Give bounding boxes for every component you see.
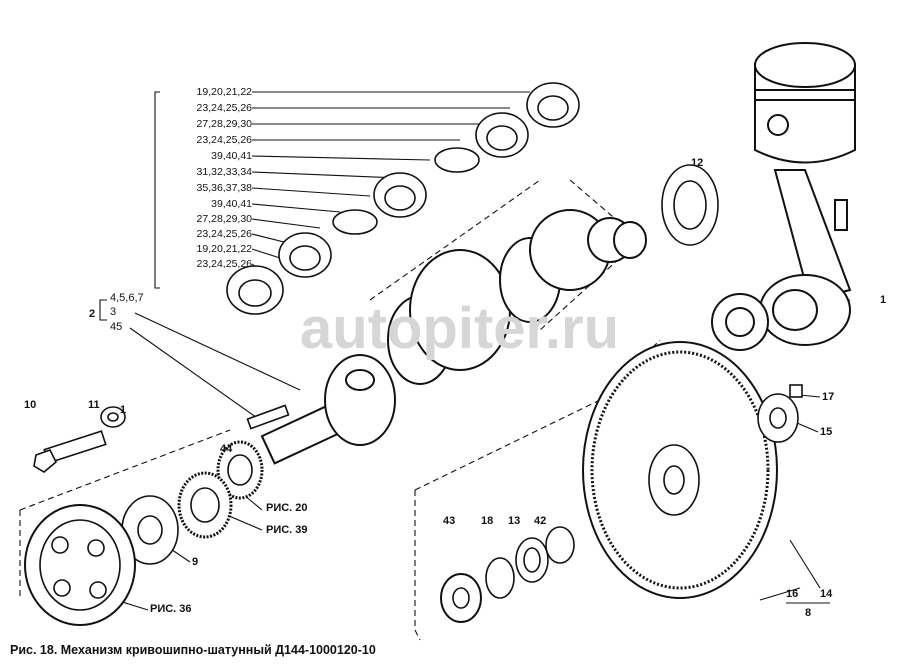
bearing-label: 27,28,29,30	[196, 118, 252, 130]
callout-8: 8	[805, 607, 812, 619]
callout-2: 2	[89, 308, 96, 320]
bearing-label: 23,24,25,26	[196, 228, 252, 240]
bearing-label: 23,24,25,26	[196, 258, 252, 270]
figure-caption: Рис. 18. Механизм кривошипно-шатунный Д1…	[10, 643, 376, 657]
bearing-shells	[226, 82, 580, 315]
callout-9: 9	[192, 556, 199, 568]
callout-12: 12	[691, 157, 704, 169]
bearing-label: 39,40,41	[211, 150, 252, 162]
callout-43: 43	[443, 515, 456, 527]
bearing-label: 19,20,21,22	[196, 86, 252, 98]
bearing-label: 27,28,29,30	[196, 213, 252, 225]
front-parts	[24, 404, 290, 626]
callout-13: 13	[508, 515, 521, 527]
bearing-label: 23,24,25,26	[196, 102, 252, 114]
callout-44: 44	[220, 443, 233, 455]
callout-10: 10	[24, 399, 37, 411]
ref-fig36: РИС. 36	[150, 603, 192, 615]
callout-17: 17	[822, 391, 835, 403]
callout-1: 1	[120, 404, 127, 416]
bearing-label: 39,40,41	[211, 198, 252, 210]
callout-16: 16	[786, 588, 799, 600]
callout-15: 15	[820, 426, 833, 438]
callout-1-rod: 1	[880, 294, 887, 306]
bearing-label: 35,36,37,38	[196, 182, 252, 194]
callout-4567: 4,5,6,7	[110, 292, 144, 304]
callout-42: 42	[534, 515, 547, 527]
ref-fig20: РИС. 20	[266, 502, 308, 514]
callout-11: 11	[88, 399, 100, 411]
rear-parts	[440, 164, 803, 623]
callout-18: 18	[481, 515, 494, 527]
callout-14: 14	[820, 588, 833, 600]
ref-fig39: РИС. 39	[266, 524, 308, 536]
bearing-label: 23,24,25,26	[196, 134, 252, 146]
callout-45: 45	[110, 321, 123, 333]
crankshaft	[260, 209, 647, 465]
callout-3: 3	[110, 306, 117, 318]
piston-conrod	[711, 42, 856, 351]
bearing-label: 19,20,21,22	[196, 243, 252, 255]
bearing-label: 31,32,33,34	[196, 166, 252, 178]
